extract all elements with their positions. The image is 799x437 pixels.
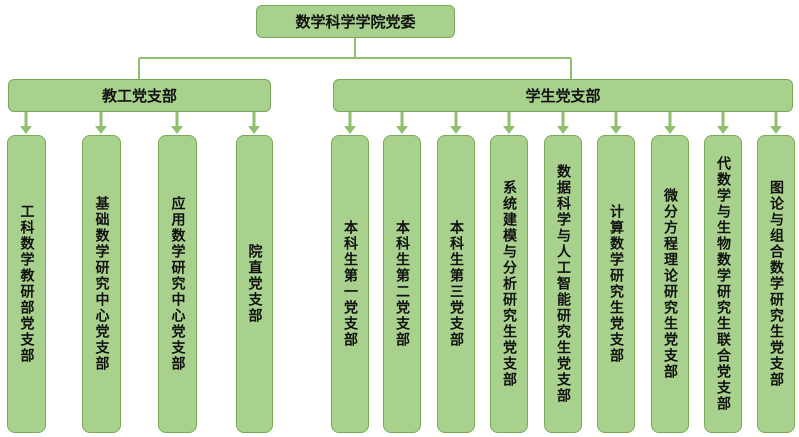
branch-node-student: 学生党支部 bbox=[333, 79, 793, 112]
arrow-head bbox=[344, 126, 356, 134]
leaf-node: 微分方程理论研究生党支部 bbox=[651, 135, 689, 433]
leaf-node: 工科数学教研部党支部 bbox=[7, 135, 46, 433]
arrow-head bbox=[717, 126, 729, 134]
arrow-head bbox=[396, 126, 408, 134]
arrow-head bbox=[770, 126, 782, 134]
leaf-node: 基础数学研究中心党支部 bbox=[82, 135, 121, 433]
leaf-node: 数据科学与人工智能研究生党支部 bbox=[544, 135, 582, 433]
leaf-node: 代数学与生物数学研究生联合党支部 bbox=[704, 135, 742, 433]
arrow-head bbox=[503, 126, 515, 134]
arrow-head bbox=[248, 126, 260, 134]
leaf-node: 计算数学研究生党支部 bbox=[597, 135, 635, 433]
root-node: 数学科学学院党委 bbox=[256, 5, 455, 38]
arrow-head bbox=[664, 126, 676, 134]
branch-node-faculty: 教工党支部 bbox=[8, 79, 271, 112]
arrow-head bbox=[171, 126, 183, 134]
leaf-node: 应用数学研究中心党支部 bbox=[158, 135, 197, 433]
leaf-node: 本科生第二党支部 bbox=[383, 135, 421, 433]
leaf-node: 本科生第三党支部 bbox=[437, 135, 475, 433]
arrow-head bbox=[557, 126, 569, 134]
arrow-head bbox=[450, 126, 462, 134]
arrow-head bbox=[20, 126, 32, 134]
leaf-node: 图论与组合数学研究生党支部 bbox=[757, 135, 795, 433]
leaf-node: 系统建模与分析研究生党支部 bbox=[490, 135, 528, 433]
leaf-node: 本科生第一党支部 bbox=[331, 135, 369, 433]
arrow-head bbox=[95, 126, 107, 134]
arrow-head bbox=[610, 126, 622, 134]
leaf-node: 院直党支部 bbox=[236, 135, 273, 433]
